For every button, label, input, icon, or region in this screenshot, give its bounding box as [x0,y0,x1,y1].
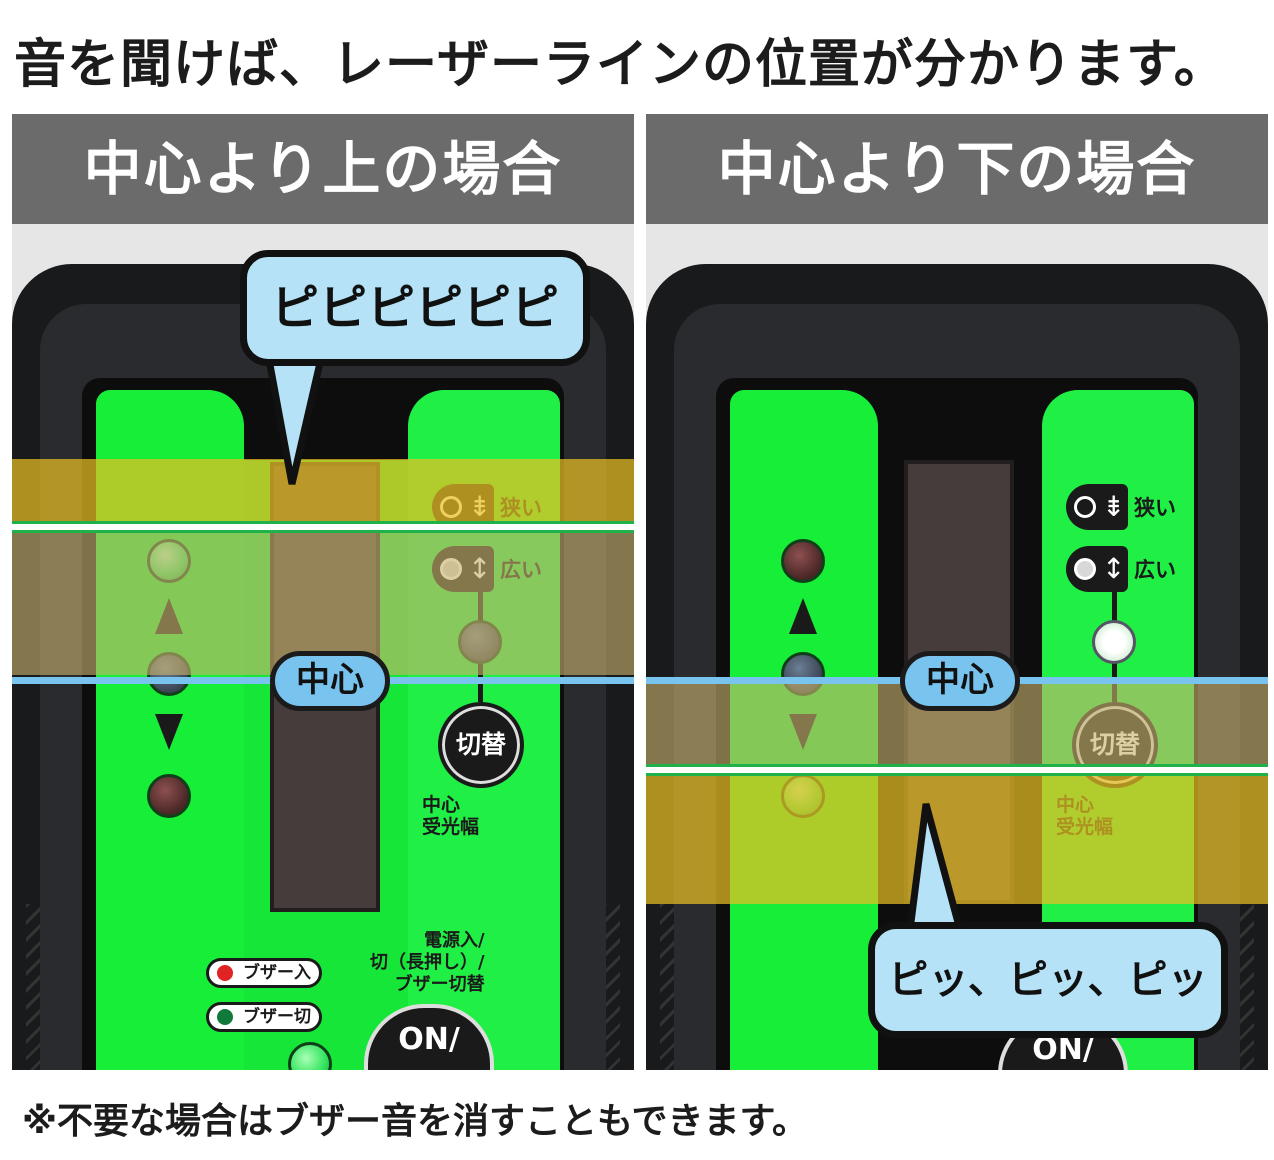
laser-line [12,521,634,533]
buzzer-on-indicator: ブザー入 [206,958,322,988]
arrow-down-icon [155,714,183,750]
upper-lamp [781,539,825,583]
sound-bubble-fast: ピピピピピピ [240,250,590,366]
bubble-tail-right [906,803,965,934]
center-label: 中心 [900,651,1020,711]
laser-band-lower [646,776,1268,904]
headline: 音を聞けば、レーザーラインの位置が分かります。 [14,35,1227,95]
power-label: 電源入/切（長押し）/ブザー切替 [370,930,485,995]
bubble-tail-left [263,350,327,485]
panel-header-below: 中心より下の場合 [646,114,1268,224]
footnote: ※不要な場合はブザー音を消すこともできます。 [22,1101,808,1142]
power-lamp [288,1042,332,1070]
center-label: 中心 [270,651,390,711]
laser-band-upper [12,459,634,531]
lower-lamp [147,774,191,818]
switch-button[interactable]: 切替 [438,702,524,788]
panel-header-above: 中心より上の場合 [12,114,634,224]
laser-line [646,764,1268,776]
wide-mode-icon: ↕ [1066,546,1128,592]
wide-label: 広い [1134,558,1176,582]
mode-lamp [1092,620,1136,664]
arrow-up-icon [789,598,817,634]
sound-bubble-slow: ピッ、ピッ、ピッ [868,922,1228,1038]
buzzer-off-indicator: ブザー切 [206,1002,322,1032]
narrow-label: 狭い [1134,496,1176,520]
narrow-mode-icon: ⇟ [1066,484,1128,530]
center-width-label: 中心受光幅 [422,794,480,838]
